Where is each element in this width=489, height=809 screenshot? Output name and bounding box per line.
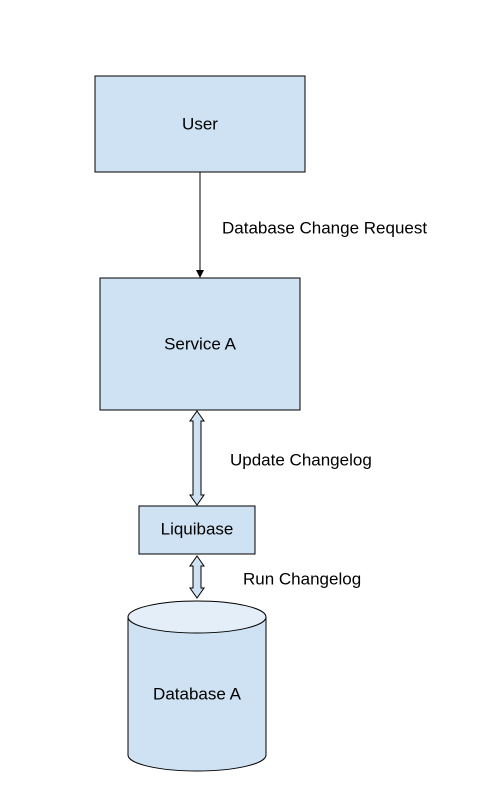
service-a-node: Service A <box>99 277 301 411</box>
liquibase-label: Liquibase <box>161 519 234 538</box>
user-node: User <box>94 75 306 173</box>
service-a-box <box>99 277 301 411</box>
change-request-edge: Database Change Request <box>196 172 427 278</box>
database-a-node: Database A <box>127 600 267 772</box>
run-changelog-edge: Run Changelog <box>189 555 361 599</box>
database-a-label: Database A <box>153 684 242 703</box>
update-changelog-label: Update Changelog <box>230 450 372 469</box>
update-changelog-edge: Update Changelog <box>189 410 372 506</box>
service-a-label: Service A <box>164 334 236 353</box>
run-changelog-double-arrow <box>189 555 205 599</box>
run-changelog-label: Run Changelog <box>243 569 361 588</box>
liquibase-node: Liquibase <box>138 505 256 555</box>
database-a-cylinder-body <box>127 617 267 772</box>
update-changelog-double-arrow <box>189 410 205 506</box>
user-label: User <box>182 114 218 133</box>
liquibase-box <box>138 505 256 555</box>
database-a-cylinder-top <box>127 600 267 634</box>
change-request-label: Database Change Request <box>222 218 427 237</box>
user-box <box>94 75 306 173</box>
